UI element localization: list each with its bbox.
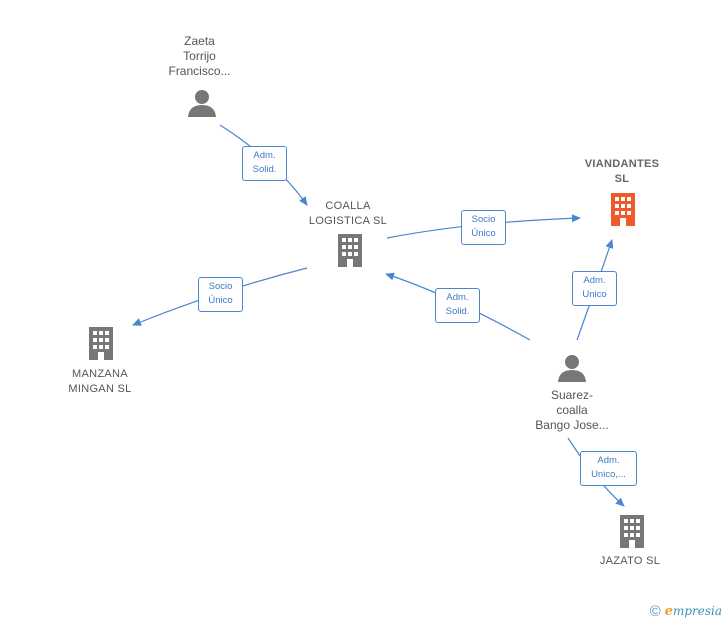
node-label-line: Francisco... [168, 64, 231, 78]
brand-logo-initial: e [664, 604, 673, 619]
copyright-icon: © [649, 603, 661, 620]
edge-label-suarez-viandantes[interactable]: Adm. Unico [572, 271, 617, 306]
edge-label-coalla-viandantes[interactable]: Socio Único [461, 210, 506, 245]
node-label-line: SL [614, 173, 630, 185]
edge-label-suarez-jazato[interactable]: Adm. Unico,... [580, 451, 637, 486]
edge-label-line: Solid. [252, 164, 277, 175]
brand-name: mpresia [672, 604, 722, 618]
building-icon[interactable] [335, 234, 365, 268]
edge-label-line: Adm. [583, 275, 606, 286]
edge-label-line: Único [208, 295, 233, 306]
node-label-line: VIANDANTES [584, 158, 660, 170]
edge-label-line: Solid. [445, 306, 470, 317]
building-icon-highlighted[interactable] [608, 193, 638, 227]
node-label-line: MINGAN SL [68, 383, 132, 395]
building-icon[interactable] [86, 327, 116, 361]
building-icon[interactable] [617, 515, 647, 549]
edge-label-line: Adm. [597, 455, 620, 466]
node-label-line: JAZATO SL [599, 555, 661, 567]
node-label-zaeta[interactable]: Zaeta Torrijo Francisco... [152, 34, 247, 79]
edge-label-line: Socio [208, 281, 233, 292]
node-label-line: Suarez- [550, 388, 594, 402]
edge-label-line: Adm. [253, 150, 276, 161]
edge-label-zaeta-coalla[interactable]: Adm. Solid. [242, 146, 287, 181]
node-label-line: coalla [556, 403, 588, 417]
node-label-viandantes[interactable]: VIANDANTES SL [572, 157, 672, 187]
edge-label-coalla-manzana[interactable]: Socio Único [198, 277, 243, 312]
edge-label-line: Unico [582, 289, 607, 300]
node-label-line: COALLA [325, 200, 371, 212]
edge-label-line: Unico,... [591, 469, 626, 480]
person-icon[interactable] [557, 353, 587, 383]
person-icon[interactable] [187, 88, 217, 118]
node-label-line: MANZANA [72, 368, 128, 380]
edge-label-line: Único [471, 228, 496, 239]
node-label-coalla[interactable]: COALLA LOGISTICA SL [296, 199, 400, 229]
node-label-manzana[interactable]: MANZANA MINGAN SL [50, 367, 150, 397]
edge-label-line: Adm. [446, 292, 469, 303]
node-label-line: LOGISTICA SL [308, 215, 388, 227]
node-label-line: Zaeta [184, 34, 215, 48]
footer-brand[interactable]: ©empresia [650, 603, 722, 620]
node-label-jazato[interactable]: JAZATO SL [582, 554, 678, 569]
node-label-line: Bango Jose... [535, 418, 609, 432]
node-label-line: Torrijo [183, 49, 216, 63]
edge-label-line: Socio [471, 214, 496, 225]
edge-label-suarez-coalla[interactable]: Adm. Solid. [435, 288, 480, 323]
node-label-suarez[interactable]: Suarez- coalla Bango Jose... [522, 388, 622, 433]
